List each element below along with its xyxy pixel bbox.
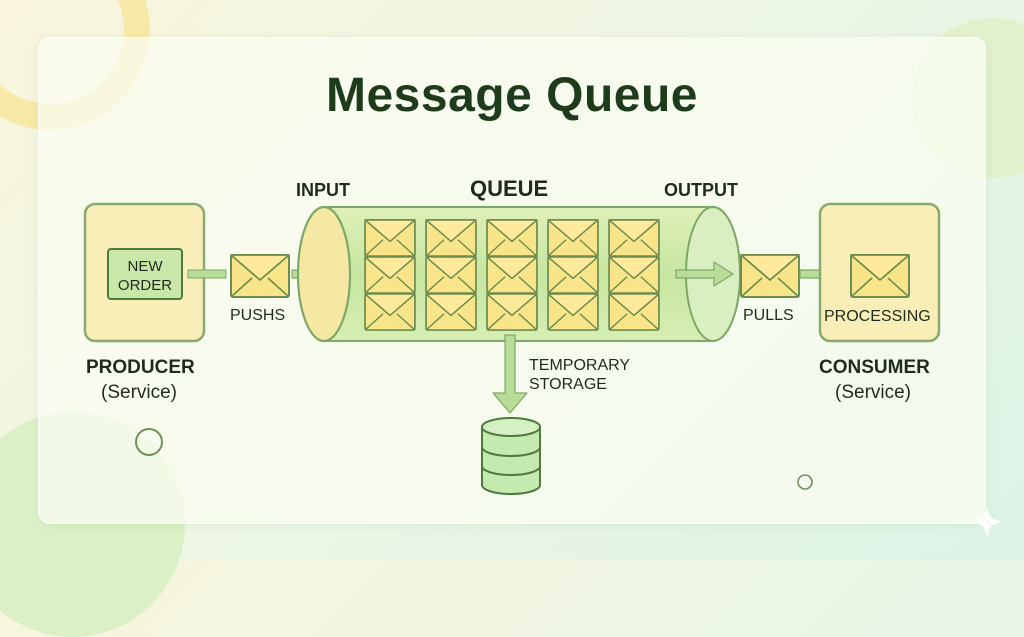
temporary-storage-label-line1: TEMPORARY [529,357,631,374]
queued-message-envelope-icon [608,219,660,257]
arrow-queue-to-storage [492,334,528,414]
queued-message-envelope-icon [425,256,477,294]
queue-messages [364,219,660,331]
queued-message-envelope-icon [364,293,416,331]
temporary-storage-label-line2: STORAGE [529,376,607,393]
queued-message-envelope-icon [486,293,538,331]
message-queue-diagram: NEW ORDER [83,202,1001,536]
queued-message-envelope-icon [547,293,599,331]
pushed-message-envelope-icon [230,254,290,298]
consumer-sub-label: (Service) [835,382,912,403]
database-icon [481,417,541,495]
processing-envelope-icon [850,254,910,298]
output-label: OUTPUT [664,180,738,200]
queued-message-envelope-icon [486,219,538,257]
producer-sub-label: (Service) [101,382,178,403]
queued-message-envelope-icon [608,293,660,331]
new-order-label-line2: ORDER [118,277,172,294]
processing-label: PROCESSING [824,308,931,325]
pushs-label: PUSHS [230,307,286,324]
queued-message-envelope-icon [547,219,599,257]
pulls-label: PULLS [743,307,794,324]
queued-message-envelope-icon [364,219,416,257]
queued-message-envelope-icon [425,219,477,257]
queued-message-envelope-icon [547,256,599,294]
input-label: INPUT [296,180,350,200]
queue-label: QUEUE [470,176,549,201]
decor-ring-small [135,428,163,456]
pulled-message-envelope-icon [740,254,800,298]
page-title: Message Queue [326,69,698,122]
new-order-label-line1: NEW [128,258,164,275]
consumer-label: CONSUMER [819,357,930,378]
new-order-box [107,248,183,300]
arrow-producer-to-message [187,269,227,279]
queued-message-envelope-icon [425,293,477,331]
queued-message-envelope-icon [364,256,416,294]
decor-sparkle [973,508,1001,536]
arrow-output-to-message [675,261,734,287]
decor-ring-tiny [797,474,813,490]
queued-message-envelope-icon [486,256,538,294]
queued-message-envelope-icon [608,256,660,294]
producer-label: PRODUCER [86,357,195,378]
